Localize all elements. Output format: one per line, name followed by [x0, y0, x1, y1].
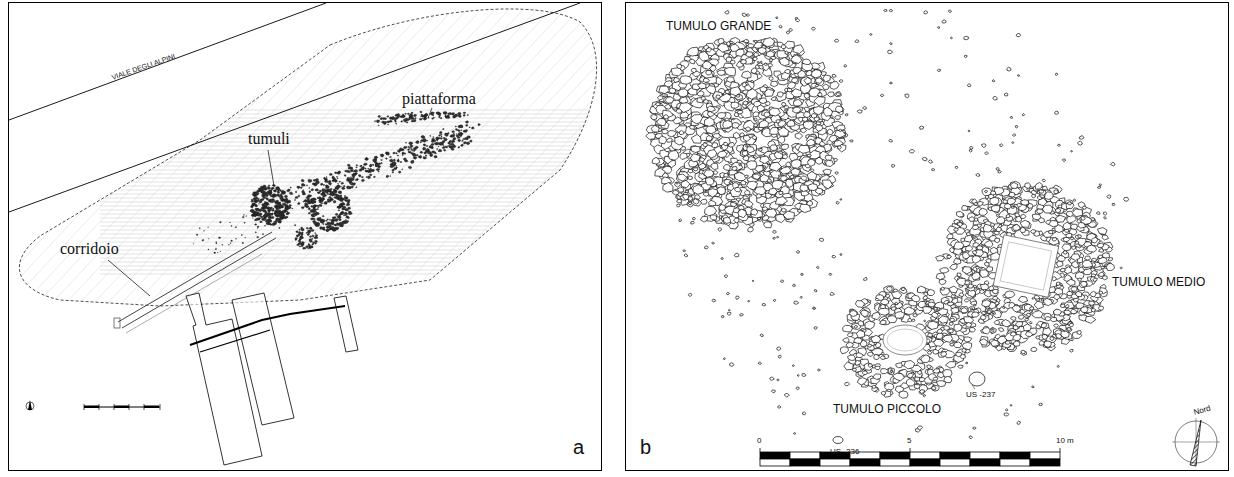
- section-line: [200, 330, 270, 352]
- scale-number: 5: [907, 437, 911, 446]
- leader-line: [108, 260, 150, 296]
- area-label: corridoio: [60, 240, 119, 258]
- panel-frame: [626, 3, 1229, 471]
- trench-outline: [334, 296, 358, 352]
- north-label: Nord: [1193, 405, 1212, 418]
- posthole: [969, 372, 985, 386]
- excavation-hatching: [0, 0, 994, 320]
- mound-label: TUMULO GRANDE: [666, 20, 771, 33]
- north-arrow: [1172, 418, 1220, 466]
- road-edge: [9, 3, 326, 120]
- section-line: [190, 306, 345, 345]
- site-boundary: [19, 9, 596, 306]
- corridor-end: [114, 318, 120, 328]
- road-edge: [9, 3, 580, 212]
- area-label: tumuli: [248, 130, 290, 148]
- street-name: VIALE DEGLI ALPINI: [111, 53, 176, 82]
- mound-stones: [646, 9, 1129, 438]
- central-pit: [883, 325, 927, 355]
- feature-number: US -237: [966, 391, 995, 400]
- site-overview: [0, 0, 994, 465]
- panel-letter: b: [640, 436, 651, 458]
- panel-letter: a: [573, 436, 584, 458]
- posthole: [833, 437, 843, 444]
- mound-label: TUMULO MEDIO: [1112, 276, 1205, 289]
- feature-number: US -236: [830, 448, 859, 457]
- scale-number: 10 m: [1056, 437, 1074, 446]
- scale-bar: [760, 448, 1060, 466]
- trench-outline: [232, 293, 294, 425]
- scale-bar: [84, 404, 160, 410]
- north-symbol: [26, 400, 34, 410]
- area-label: piattaforma: [402, 90, 476, 108]
- mound-label: TUMULO PICCOLO: [833, 403, 941, 416]
- mound-stones: [193, 111, 480, 253]
- leader-line: [268, 150, 274, 186]
- leader-line: [972, 385, 975, 389]
- central-pit: [887, 329, 923, 351]
- mound-plan: [646, 9, 1129, 443]
- central-cist: [1000, 242, 1051, 290]
- panel-frame: [9, 3, 602, 471]
- scale-number: 0: [757, 437, 761, 446]
- central-cist: [993, 235, 1059, 298]
